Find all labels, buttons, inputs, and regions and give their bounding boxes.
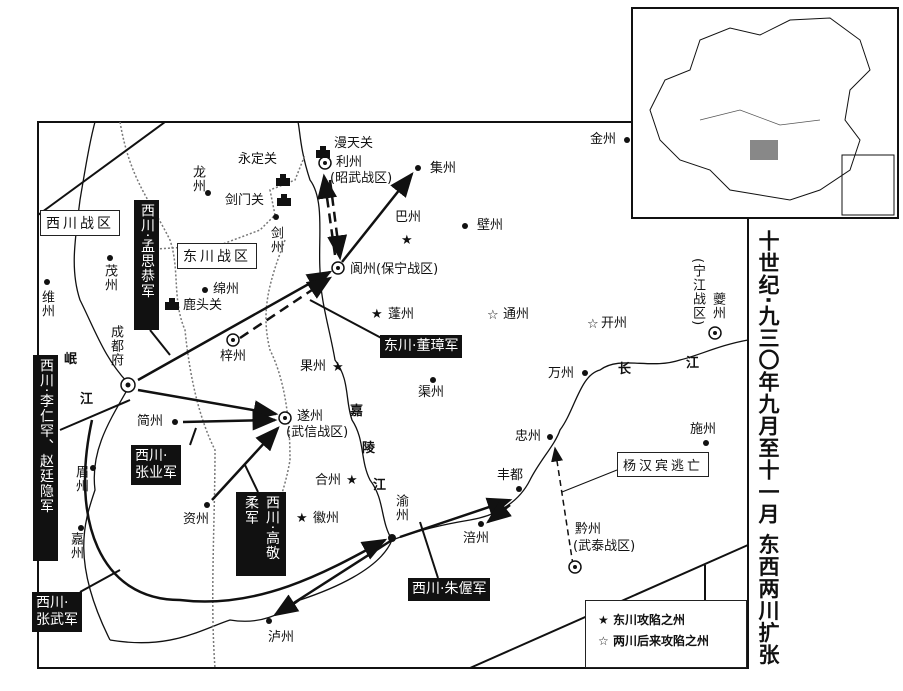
escape-label: 杨汉宾逃亡 bbox=[617, 452, 710, 477]
dashed-arrow-down bbox=[327, 179, 348, 261]
legend-label: 东川攻陷之州 bbox=[612, 613, 685, 627]
city-label: 金州 bbox=[590, 132, 617, 147]
hollow-star-icon: ☆ bbox=[587, 317, 599, 332]
army-label-dong: 东川·董璋军 bbox=[380, 335, 463, 358]
pass-label: 漫天关 bbox=[334, 136, 374, 151]
pass-label: 剑门关 bbox=[225, 193, 265, 208]
city-label: 茂州 bbox=[102, 264, 117, 292]
city-label: (昭武战区) bbox=[330, 171, 393, 186]
river-label: 江 bbox=[80, 392, 94, 407]
city-label: 眉州 bbox=[73, 465, 88, 493]
star-icon: ★ bbox=[401, 233, 413, 248]
city-label: 绵州 bbox=[213, 282, 240, 297]
hollow-star-icon: ☆ bbox=[487, 308, 499, 323]
city-label: 成都府 bbox=[108, 325, 123, 367]
inset-china-map bbox=[631, 7, 899, 219]
river-label: 嘉 bbox=[350, 404, 364, 419]
river-label: 江 bbox=[686, 356, 700, 371]
city-label: 徽州 bbox=[313, 511, 340, 526]
city-label: 资州 bbox=[183, 512, 210, 527]
army-label-zhu: 西川·朱偓军 bbox=[408, 578, 491, 601]
city-label: (武泰战区) bbox=[573, 539, 636, 554]
city-label: 简州 bbox=[137, 414, 164, 429]
river-label: 江 bbox=[373, 478, 387, 493]
city-label: 梓州 bbox=[220, 349, 247, 364]
city-label: 涪州 bbox=[463, 531, 490, 546]
star-icon: ★ bbox=[332, 360, 344, 375]
boundary-line-nw bbox=[37, 121, 166, 216]
star-icon: ★ bbox=[296, 511, 308, 526]
star-icon: ★ bbox=[371, 307, 383, 322]
army-label-line: 西川· bbox=[135, 448, 168, 464]
city-label: 龙州 bbox=[190, 165, 205, 193]
city-label: 通州 bbox=[503, 307, 530, 322]
min-river bbox=[73, 121, 131, 386]
army-label-line: 西川· bbox=[36, 595, 69, 611]
star-icon: ★ bbox=[346, 473, 358, 488]
city-label: 渠州 bbox=[418, 385, 445, 400]
city-label: 利州 bbox=[336, 155, 363, 170]
city-label: 遂州 bbox=[297, 409, 324, 424]
escape-route bbox=[551, 446, 574, 566]
river-label: 陵 bbox=[362, 441, 376, 456]
dashed-arrow-up bbox=[317, 173, 338, 256]
city-label: 合州 bbox=[315, 473, 342, 488]
army-label-li-zhao: 西川·李仁罕、赵廷隐军 bbox=[33, 355, 58, 561]
city-label: 果州 bbox=[300, 359, 327, 374]
region-label-east: 东川战区 bbox=[177, 243, 257, 269]
city-label: 剑州 bbox=[268, 226, 283, 254]
army-label-line: 张业军 bbox=[135, 465, 177, 481]
pass-label: 永定关 bbox=[238, 152, 278, 167]
river-label: 岷 bbox=[64, 352, 78, 367]
jialing-river bbox=[297, 121, 393, 541]
city-label: 集州 bbox=[430, 161, 457, 176]
city-label: 万州 bbox=[548, 366, 575, 381]
city-label: 维州 bbox=[39, 290, 54, 318]
legend: ★ 东川攻陷之州 ☆ 两川后来攻陷之州 bbox=[585, 600, 747, 668]
legend-label: 两川后来攻陷之州 bbox=[612, 634, 709, 648]
city-label: (宁江战区) bbox=[690, 258, 705, 327]
city-label: 施州 bbox=[690, 422, 717, 437]
city-label: 巴州 bbox=[395, 210, 422, 225]
army-label-zhangwu: 西川·张武军 bbox=[32, 592, 82, 632]
legend-item: ☆ 两川后来攻陷之州 bbox=[598, 632, 746, 649]
city-dots bbox=[44, 137, 709, 624]
hollow-star-icon: ☆ bbox=[598, 634, 609, 648]
city-label: 黔州 bbox=[575, 522, 602, 537]
star-icon: ★ bbox=[598, 613, 609, 627]
region-label-west: 西川战区 bbox=[40, 210, 120, 236]
city-label: 嘉州 bbox=[68, 532, 83, 560]
dashed-arrow-zizhou bbox=[239, 276, 333, 340]
city-label: 泸州 bbox=[268, 630, 295, 645]
city-label: 丰都 bbox=[497, 468, 524, 483]
legend-item: ★ 东川攻陷之州 bbox=[598, 611, 746, 628]
army-label-gao: 西川·高敬柔军 bbox=[236, 492, 286, 576]
pass-label: 鹿头关 bbox=[183, 298, 223, 313]
army-label-line: 张武军 bbox=[36, 612, 78, 628]
city-label: (武信战区) bbox=[286, 425, 349, 440]
city-label: 壁州 bbox=[477, 218, 504, 233]
min-river-lower bbox=[83, 384, 131, 641]
pass-icons bbox=[165, 146, 330, 310]
city-label: 忠州 bbox=[515, 429, 542, 444]
river-label: 长 bbox=[618, 362, 632, 377]
army-arrows bbox=[83, 172, 513, 617]
map-title: 十世纪·九三〇年九月至十一月 东西两川扩张 bbox=[756, 230, 780, 666]
city-label: 阆州(保宁战区) bbox=[350, 262, 439, 277]
city-label: 蓬州 bbox=[388, 307, 415, 322]
army-label-meng: 西川·孟思恭军 bbox=[134, 200, 159, 330]
city-label: 夔州 bbox=[710, 292, 725, 320]
army-label-zhangye: 西川·张业军 bbox=[131, 445, 181, 485]
city-label: 开州 bbox=[601, 316, 628, 331]
city-label: 渝州 bbox=[393, 494, 408, 522]
